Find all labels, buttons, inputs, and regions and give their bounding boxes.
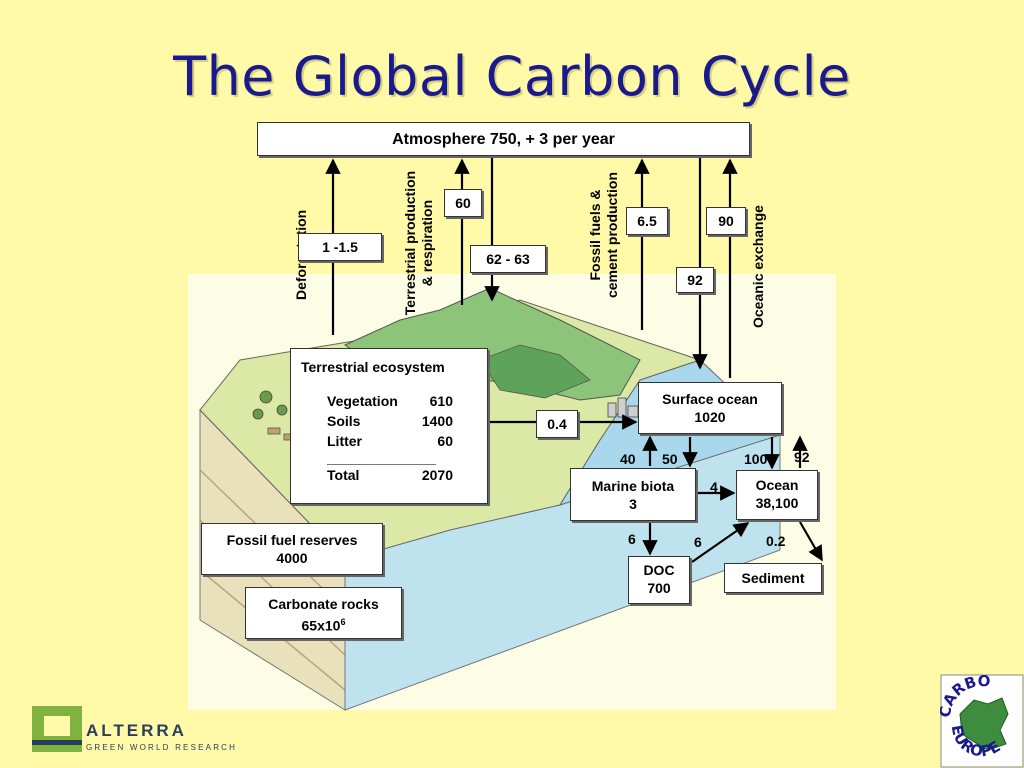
alterra-logo-icon [32, 706, 82, 752]
deep-to-sediment-arrow [799, 521, 823, 562]
terrestrial-release-flow: 62 - 63 [470, 245, 546, 273]
atmosphere-box: Atmosphere 750, + 3 per year [257, 122, 750, 156]
surface-to-deep-flow: 100 [744, 451, 768, 467]
alterra-name: ALTERRA [86, 721, 187, 740]
deforestation-flow: 1 -1.5 [298, 233, 382, 261]
flow-arrows [325, 158, 823, 563]
ocean-release-flow: 90 [706, 207, 746, 235]
doc-to-deep-arrow [691, 522, 750, 563]
trees [252, 390, 288, 420]
alterra-tagline: GREEN WORLD RESEARCH [86, 743, 238, 752]
deep-to-surface-flow: 92 [794, 449, 810, 465]
biota-to-ocean-flow: 50 [662, 451, 678, 467]
page-title: The Global Carbon Cycle [173, 45, 851, 108]
doc-to-deep-flow: 6 [694, 534, 702, 550]
terrestrial-label: Terrestrial production & respiration [402, 170, 435, 316]
carboeurope-logo-icon: CARBO EUROPE [940, 674, 1024, 768]
ocean-to-biota-flow: 40 [620, 451, 636, 467]
deep-to-sediment-flow: 0.2 [766, 533, 786, 549]
terrestrial-uptake-flow: 60 [444, 189, 482, 217]
biota-to-doc-flow: 6 [628, 531, 636, 547]
oceanic-exchange-label: Oceanic exchange [750, 205, 766, 328]
sediment-box: Sediment [724, 563, 822, 593]
carbonate-rocks-box: Carbonate rocks 65x106 [245, 587, 402, 639]
forest [479, 344, 591, 399]
fossil-emission-flow: 6.5 [626, 207, 668, 235]
ocean-uptake-flow: 92 [676, 267, 714, 293]
land-to-ocean-flow: 0.4 [536, 410, 578, 438]
biota-to-deep-flow: 4 [710, 479, 718, 495]
fossil-fuels-label: Fossil fuels & cement production [587, 172, 620, 299]
